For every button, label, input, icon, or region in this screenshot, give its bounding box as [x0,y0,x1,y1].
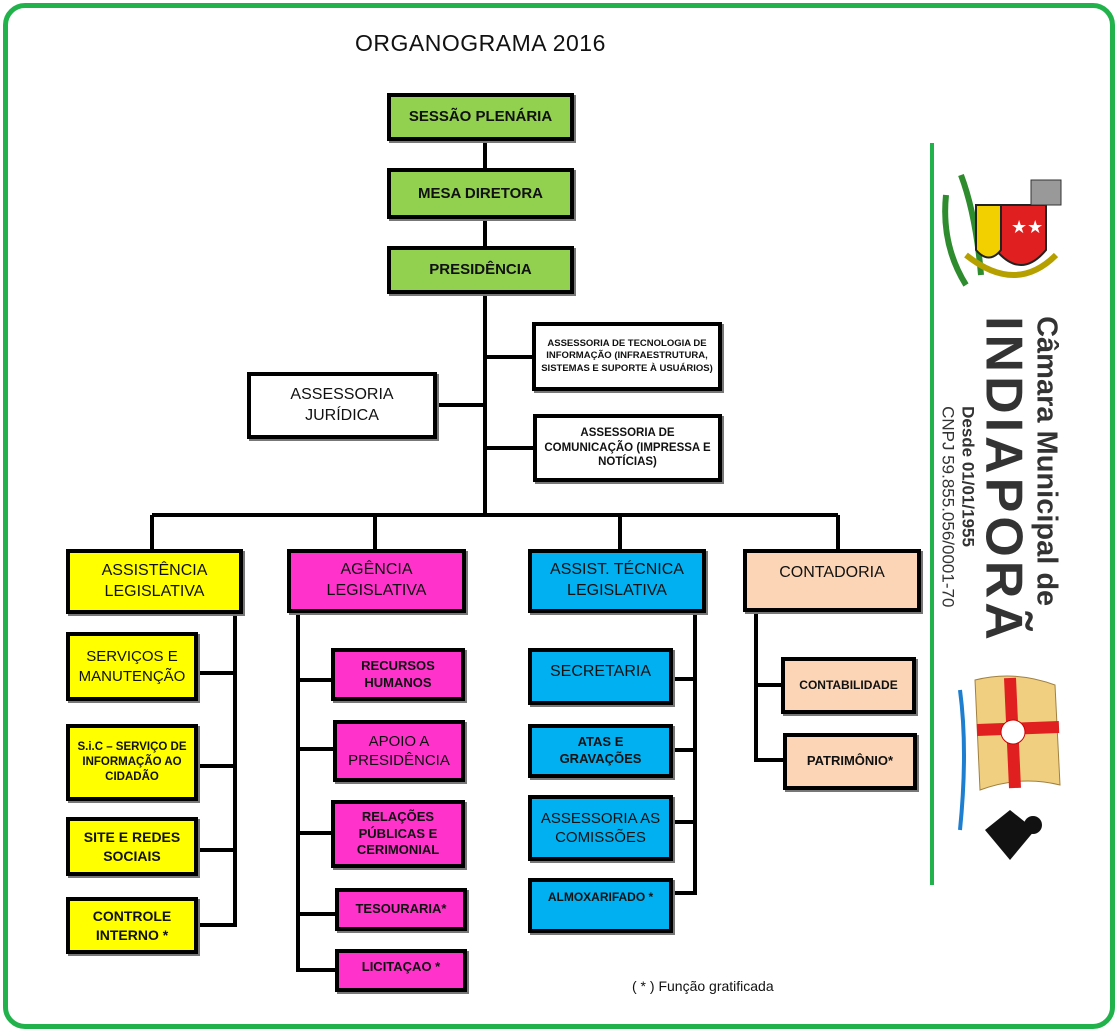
box-secretaria[interactable]: SECRETARIA [528,648,673,705]
box-recursos-humanos[interactable]: RECURSOS HUMANOS [331,648,465,701]
page-frame [3,3,1115,1029]
box-mesa-diretora[interactable]: MESA DIRETORA [387,168,574,219]
box-agencia-legislativa[interactable]: AGÊNCIA LEGISLATIVA [287,549,466,613]
box-relacoes-publicas[interactable]: RELAÇÕES PÚBLICAS E CERIMONIAL [331,800,465,868]
box-assessoria-juridica[interactable]: ASSESSORIA JURÍDICA [247,372,437,439]
flag-mascot-logo [958,675,1061,860]
box-contadoria[interactable]: CONTADORIA [743,549,921,612]
box-atas-gravacoes[interactable]: ATAS E GRAVAÇÕES [528,724,673,778]
box-servicos-manutencao[interactable]: SERVIÇOS E MANUTENÇÃO [66,632,198,701]
box-licitacao[interactable]: LICITAÇAO * [335,949,467,992]
svg-text:★★: ★★ [1011,217,1043,238]
coat-of-arms-logo: ★★ [942,173,1062,287]
box-sic[interactable]: S.i.C – SERVIÇO DE INFORMAÇÃO AO CIDADÃO [66,724,198,801]
box-patrimonio[interactable]: PATRIMÔNIO* [783,733,917,790]
box-apoio-presidencia[interactable]: APOIO A PRESIDÊNCIA [333,720,465,782]
box-assessoria-comunicacao[interactable]: ASSESSORIA DE COMUNICAÇÃO (IMPRESSA E NO… [533,414,722,482]
brand-divider [930,143,934,885]
box-contabilidade[interactable]: CONTABILIDADE [781,657,916,714]
box-almoxarifado[interactable]: ALMOXARIFADO * [528,878,673,933]
box-assessoria-ti[interactable]: ASSESSORIA DE TECNOLOGIA DE INFORMAÇÃO (… [532,322,722,391]
box-site-redes-sociais[interactable]: SITE E REDES SOCIAIS [66,817,198,876]
chart-title: ORGANOGRAMA 2016 [355,30,606,56]
box-tesouraria[interactable]: TESOURARIA* [335,888,467,931]
box-presidencia[interactable]: PRESIDÊNCIA [387,246,574,294]
box-assistencia-legislativa[interactable]: ASSISTÊNCIA LEGISLATIVA [66,549,243,614]
box-sessao-plenaria[interactable]: SESSÃO PLENÁRIA [387,93,574,141]
box-assist-tecnica-legislativa[interactable]: ASSIST. TÉCNICA LEGISLATIVA [528,549,706,613]
brand-text: Câmara Municipal de INDIAPORÃ Desde 01/0… [938,316,1063,644]
box-assessoria-comissoes[interactable]: ASSESSORIA AS COMISSÕES [528,795,673,861]
box-controle-interno[interactable]: CONTROLE INTERNO * [66,897,198,954]
footnote: ( * ) Função gratificada [632,978,774,994]
